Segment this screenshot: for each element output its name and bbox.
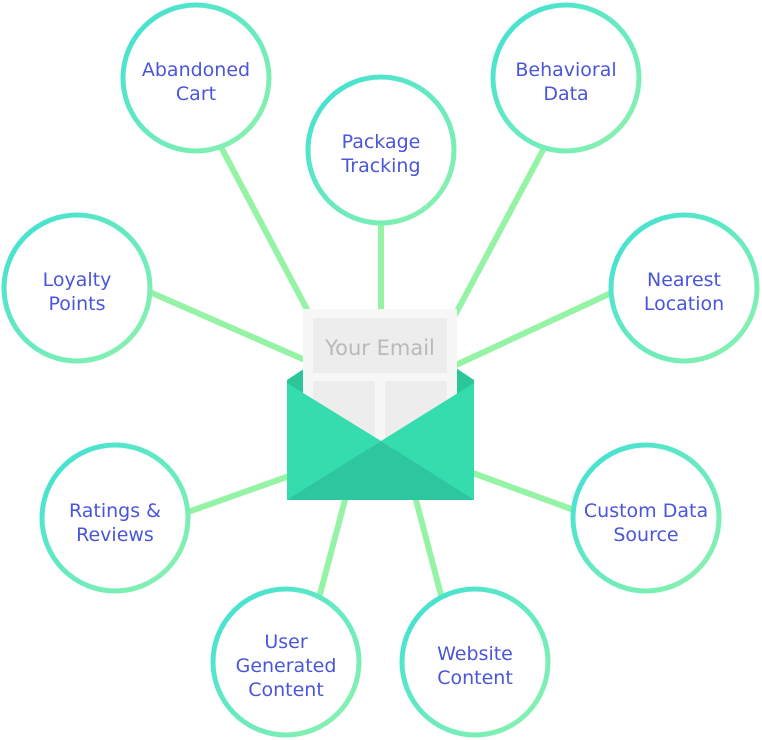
connector-nearest-location (453, 290, 614, 368)
email-label: Your Email (324, 336, 435, 360)
node-label-line: Source (613, 524, 678, 546)
node-package-tracking: Package Tracking (305, 74, 457, 226)
node-label-line: Abandoned (142, 59, 250, 81)
node-label-line: Package (342, 131, 421, 153)
node-label-line: Reviews (76, 524, 154, 546)
node-label-line: Location (644, 293, 724, 315)
node-circle (305, 74, 457, 226)
node-circle (210, 586, 362, 738)
node-label-line: Behavioral (515, 59, 616, 81)
node-label-line: Content (437, 667, 513, 689)
connector-abandoned-cart (218, 144, 313, 318)
node-label-line: Generated (236, 655, 337, 677)
node-label-line: Points (48, 293, 105, 315)
node-loyalty-points: Loyalty Points (1, 212, 153, 364)
node-circle (490, 2, 642, 154)
node-circle (608, 212, 760, 364)
connectors (149, 144, 614, 598)
envelope-left-flap (287, 383, 381, 500)
connector-user-generated-content (317, 497, 348, 597)
node-website-content: Website Content (399, 586, 551, 738)
node-user-generated-content: User Generated Content (210, 586, 362, 738)
node-label-line: Nearest (647, 269, 721, 291)
node-label-line: Loyalty (43, 269, 112, 291)
node-label-line: Ratings & (69, 500, 161, 522)
node-ratings-reviews: Ratings & Reviews (39, 442, 191, 594)
connector-ratings-reviews (185, 472, 295, 515)
node-label-line: Custom Data (584, 500, 708, 522)
envelope-icon: Your Email (287, 309, 474, 500)
node-circle (399, 586, 551, 738)
envelope-right-flap (381, 383, 474, 500)
node-abandoned-cart: Abandoned Cart (120, 2, 272, 154)
node-behavioral-data: Behavioral Data (490, 2, 642, 154)
email-header-block (313, 318, 447, 373)
envelope-front-flap (287, 441, 474, 500)
node-label-line: Data (543, 83, 588, 105)
node-label-line: User (264, 631, 307, 653)
node-circle (1, 212, 153, 364)
connector-website-content (413, 497, 444, 598)
node-label-line: Content (248, 679, 324, 701)
connector-custom-data-source (467, 469, 577, 513)
node-circle (39, 442, 191, 594)
node-label-line: Tracking (340, 155, 420, 177)
node-label-line: Website (437, 643, 513, 665)
node-label-line: Cart (176, 83, 216, 105)
connector-behavioral-data (452, 147, 546, 318)
node-circle (120, 2, 272, 154)
node-nearest-location: Nearest Location (608, 212, 760, 364)
node-custom-data-source: Custom Data Source (570, 442, 722, 594)
connector-loyalty-points (149, 290, 308, 363)
node-circle (570, 442, 722, 594)
